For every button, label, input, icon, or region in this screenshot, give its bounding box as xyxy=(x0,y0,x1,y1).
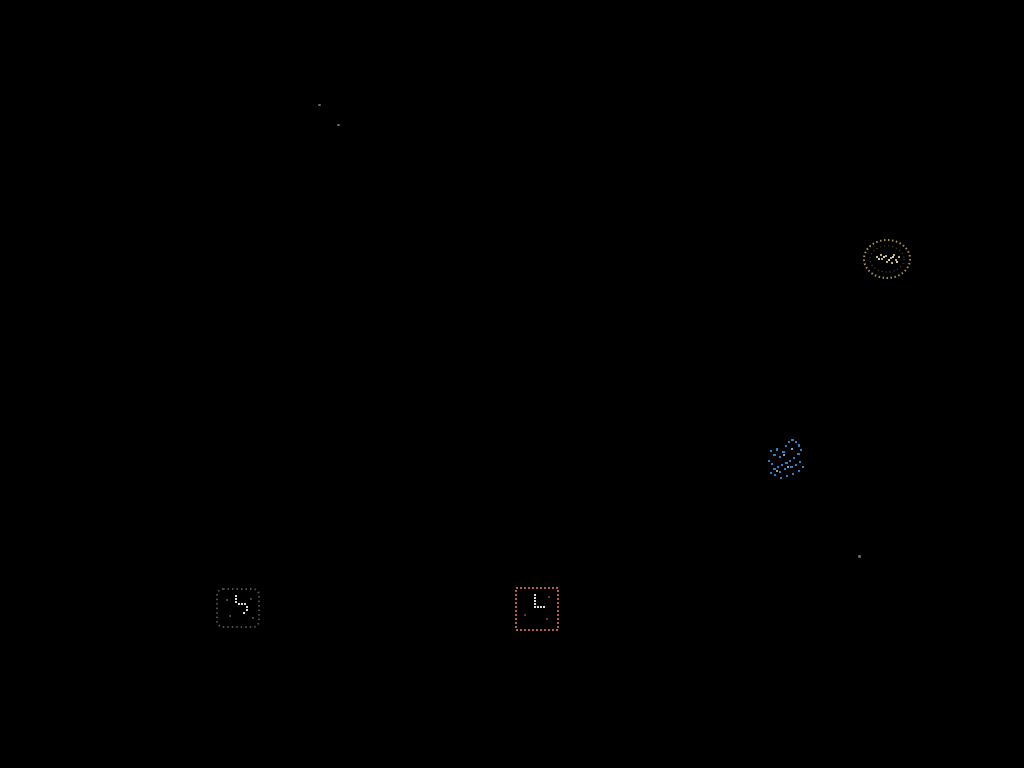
grainy-red-square-graphic xyxy=(515,587,559,631)
speck-particle xyxy=(858,555,861,558)
grainy-red-square-icon[interactable] xyxy=(512,584,562,634)
grainy-dark-square-graphic xyxy=(216,588,260,628)
speck-particle xyxy=(318,104,321,106)
grainy-cluster-graphic xyxy=(768,439,804,479)
grainy-orb-icon[interactable] xyxy=(858,234,916,284)
grainy-dark-square-icon[interactable] xyxy=(212,584,264,632)
grainy-cluster-icon[interactable] xyxy=(762,436,810,482)
speck-particle xyxy=(337,124,340,126)
grainy-orb-graphic xyxy=(863,239,911,279)
